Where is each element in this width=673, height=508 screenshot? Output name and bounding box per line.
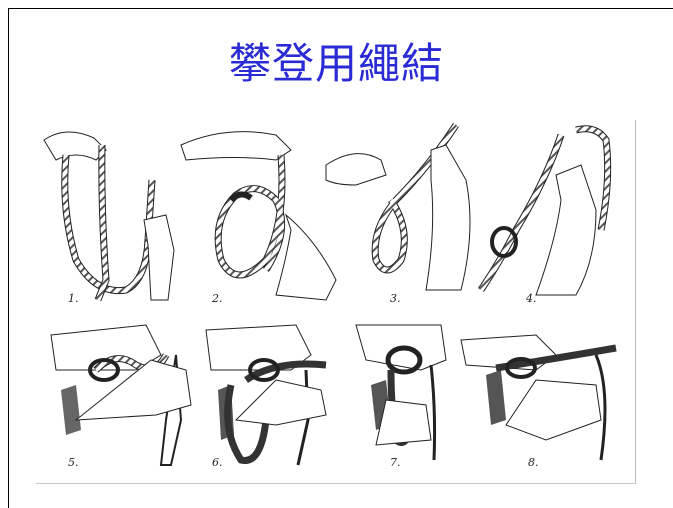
- step-3-drawing: [325, 123, 471, 291]
- slide-border-top: [8, 8, 673, 9]
- knot-illustration: 1. 2. 3. 4. 5. 6. 7. 8.: [36, 120, 636, 484]
- step-4-drawing: [478, 125, 612, 296]
- step-8-label: 8.: [528, 456, 539, 469]
- step-7-drawing: [355, 324, 447, 461]
- step-1-label: 1.: [68, 292, 79, 305]
- step-4-label: 4.: [526, 292, 537, 305]
- slide-border-left: [8, 8, 9, 508]
- step-7-label: 7.: [390, 456, 401, 469]
- figure-frame: [36, 120, 636, 484]
- slide-title: 攀登用繩結: [228, 39, 444, 88]
- step-1-drawing: [43, 131, 175, 302]
- step-6-drawing: [205, 324, 327, 466]
- step-8-drawing: [460, 334, 617, 461]
- step-2-label: 2.: [212, 292, 223, 305]
- step-2-drawing: [180, 131, 337, 301]
- step-5-label: 5.: [68, 456, 79, 469]
- step-6-label: 6.: [212, 456, 223, 469]
- step-3-label: 3.: [390, 292, 401, 305]
- knot-steps-svg: [43, 123, 617, 466]
- step-5-drawing: [50, 324, 192, 466]
